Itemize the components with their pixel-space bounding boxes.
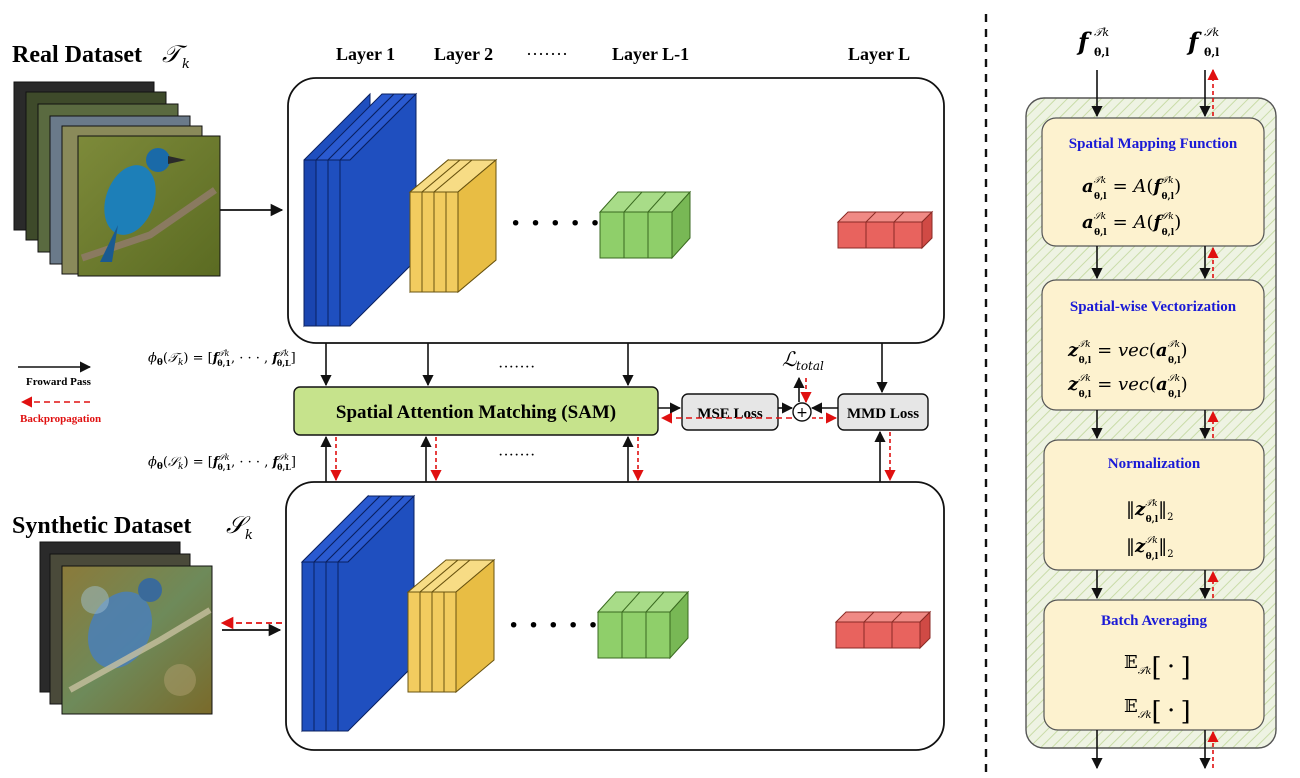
mmd-label: MMD Loss [847,406,919,422]
mse-label: MSE Loss [697,406,763,422]
synthetic-layer-2-block [406,558,496,694]
svg-text:f: f [1076,27,1092,56]
synthetic-to-sam-arrows [320,430,896,482]
svg-text:Spatial-wise Vectorization: Spatial-wise Vectorization [1070,299,1237,315]
right-top-right-label: f 𝒮k θ,l [1186,26,1220,59]
loss-total-sub: total [796,359,824,373]
loss-total-label: ℒ [782,347,797,371]
legend: Froward Pass Backpropagation [18,361,101,425]
layer-2-label: Layer 2 [434,44,493,64]
synthetic-dataset-title: Synthetic Dataset [12,513,191,539]
synthetic-layer-l-1-block [596,590,690,660]
svg-text:Spatial Mapping Function: Spatial Mapping Function [1069,136,1238,152]
svg-text:Batch Averaging: Batch Averaging [1101,613,1207,629]
layer-l-1-label: Layer L-1 [612,44,689,64]
svg-text:f: f [1186,27,1202,56]
real-layer-l-block [836,210,934,250]
sam-box [293,386,659,436]
mmd-box [837,393,929,431]
right-top-left-label: f 𝒯k θ,l [1076,26,1109,59]
svg-text:𝒮k: 𝒮k [1204,26,1220,39]
sum-node-symbol: + [796,405,808,421]
synthetic-layer-1-block [300,494,416,733]
synthetic-layer-l-block [834,610,932,650]
real-dataset-symbol-sub: k [182,57,190,72]
layer-1-label: Layer 1 [336,44,395,64]
real-to-sam-arrows [320,343,888,394]
svg-text:Normalization: Normalization [1108,456,1201,472]
real-image-stack [13,81,221,277]
synthetic-dataset-symbol-sub: k [245,528,253,543]
sam-label: Spatial Attention Matching (SAM) [336,402,616,423]
svg-text:θ,l: θ,l [1204,46,1219,59]
synthetic-image-stack [39,541,213,715]
svg-text:𝔼𝒯k[ · ]: 𝔼𝒯k[ · ] [1124,652,1191,683]
real-dataset-title: Real Dataset [12,42,142,68]
layer-l-label: Layer L [848,44,910,64]
svg-text:θ,l: θ,l [1094,46,1109,59]
svg-text:𝒯k: 𝒯k [1094,26,1109,39]
real-layer-l-1-block [598,190,692,260]
legend-forward-label: Froward Pass [26,376,92,388]
svg-text:𝔼𝒮k[ · ]: 𝔼𝒮k[ · ] [1124,696,1191,727]
batch-averaging-block: Batch Averaging 𝔼𝒯k[ · ] 𝔼𝒮k[ · ] [1043,599,1265,731]
real-mid-dots: ······· [498,359,535,376]
real-layer-2-block [408,158,498,294]
layer-dots-label: ······· [526,44,568,64]
synthetic-mid-dots: ······· [498,447,535,464]
real-layer-1-block [303,92,418,328]
mse-box [681,393,779,431]
legend-backprop-label: Backpropagation [20,413,101,425]
